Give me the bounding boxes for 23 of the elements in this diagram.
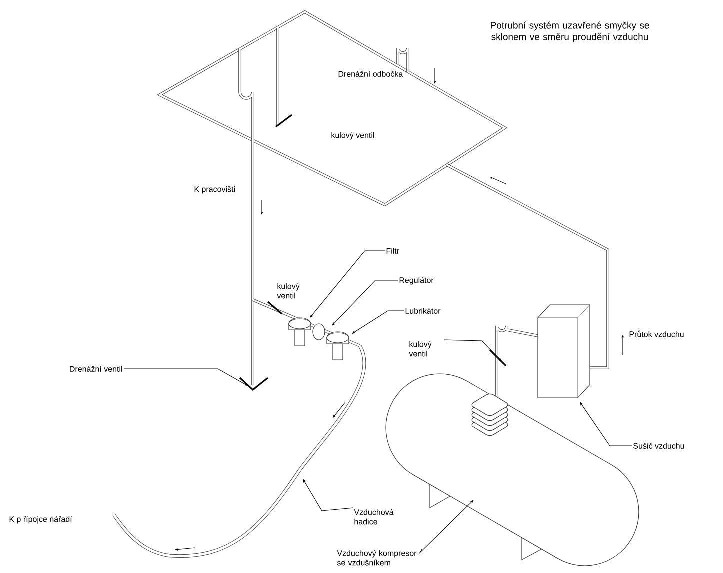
part-label: kulový ventil — [277, 283, 300, 299]
part-label: Regulátor — [400, 277, 434, 285]
part-label: Sušič vzduchu — [634, 443, 684, 449]
leader-line — [580, 402, 632, 446]
part-label: Vzduchový kompresor se vzdušníkem — [337, 550, 417, 566]
leader-line — [332, 280, 398, 326]
part-label: kulový ventil — [409, 341, 432, 357]
leader-line — [124, 368, 248, 386]
part-label: Vzduchová hadice — [354, 509, 394, 525]
part-label: K pracovišti — [194, 186, 235, 194]
part-label: Lubrikátor — [406, 308, 441, 314]
part-label: K p řípojce nářadí — [10, 516, 72, 524]
leader-line — [310, 250, 386, 318]
part-label: Drenážní odbočka — [338, 71, 404, 77]
leader-line — [303, 479, 354, 512]
part-label: Průtok vzduchu — [630, 330, 684, 338]
title: Potrubní systém uzavřené smyčky se sklonem ve směru proudění vzduchu — [491, 22, 650, 42]
part-label: Filtr — [386, 248, 400, 254]
part-label: kulový ventil — [332, 132, 374, 140]
leader-line — [418, 500, 474, 555]
part-label: Drenážní ventil — [70, 366, 122, 372]
leader-line — [352, 310, 404, 334]
leader-line — [444, 340, 502, 362]
